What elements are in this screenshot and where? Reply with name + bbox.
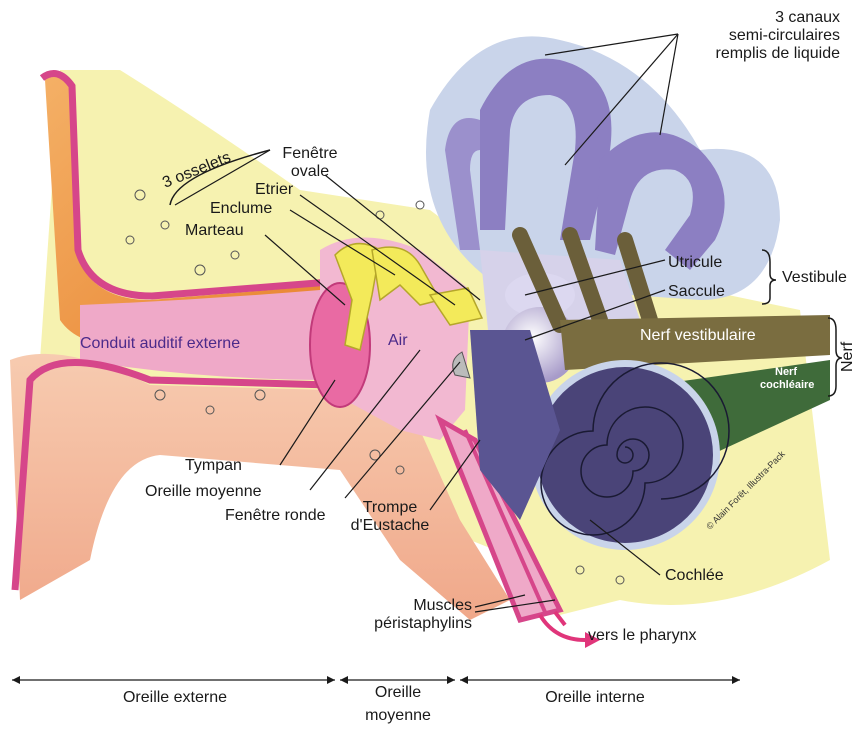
label-saccule: Saccule [668, 283, 725, 300]
label-etrier: Etrier [255, 181, 294, 198]
label-muscles-1: Muscles [413, 597, 472, 614]
label-utricule: Utricule [668, 254, 722, 271]
label-canaux-1: 3 canaux [775, 9, 840, 26]
label-nerf-cochleaire-1: Nerf [775, 366, 797, 378]
label-pharynx: vers le pharynx [588, 627, 697, 644]
region-oreille-interne: Oreille interne [545, 689, 645, 706]
region-oreille-moyenne-2: moyenne [365, 707, 431, 724]
label-tympan: Tympan [185, 457, 242, 474]
label-nerf-cochleaire-2: cochléaire [760, 379, 814, 391]
label-canaux-2: semi-circulaires [729, 27, 840, 44]
cochlea-spiral-body [537, 367, 713, 543]
label-vestibule: Vestibule [782, 269, 847, 286]
region-oreille-moyenne-1: Oreille [375, 684, 421, 701]
label-conduit: Conduit auditif externe [80, 335, 240, 352]
label-fenetre-ovale-1: Fenêtre [282, 145, 337, 162]
label-nerf-vestibulaire: Nerf vestibulaire [640, 327, 756, 344]
label-cochlee: Cochlée [665, 567, 724, 584]
label-fenetre-ronde: Fenêtre ronde [225, 507, 326, 524]
label-oreille-moyenne: Oreille moyenne [145, 483, 262, 500]
label-nerf: Nerf [839, 341, 856, 372]
label-air: Air [388, 332, 408, 349]
label-muscles-2: péristaphylins [374, 615, 472, 632]
label-fenetre-ovale-2: ovale [291, 163, 329, 180]
label-trompe-2: d'Eustache [351, 517, 430, 534]
label-canaux-3: remplis de liquide [715, 45, 840, 62]
region-oreille-externe: Oreille externe [123, 689, 227, 706]
label-enclume: Enclume [210, 200, 272, 217]
label-marteau: Marteau [185, 222, 244, 239]
label-trompe-1: Trompe [363, 499, 418, 516]
